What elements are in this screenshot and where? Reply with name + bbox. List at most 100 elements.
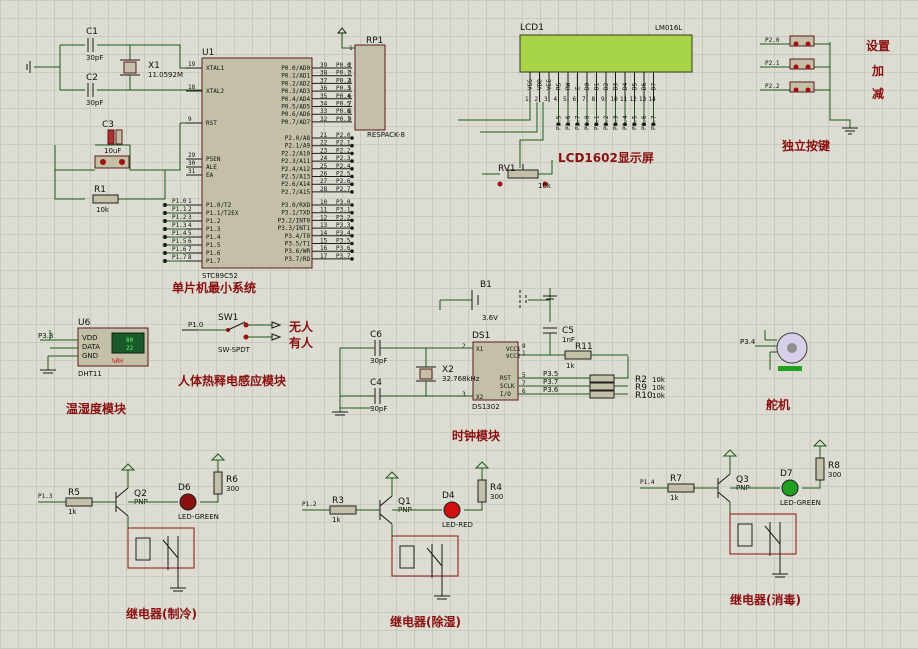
u1-pin-name: P0.3/AD3: [281, 88, 310, 95]
svg-text:C6: C6: [370, 330, 382, 340]
u1-net-label: P3.2: [336, 214, 351, 221]
p1-net-label: P1.1: [172, 206, 187, 213]
svg-text:LCD1: LCD1: [520, 23, 544, 33]
p1-net-label: P1.7: [172, 254, 187, 261]
c3-capacitor: C3 10uF: [102, 120, 123, 155]
net-terminal: [350, 226, 354, 230]
net-terminal: [350, 159, 354, 163]
key-button-1: [789, 35, 815, 47]
rv1-potentiometer[interactable]: RV1 10k: [482, 160, 553, 190]
p1-junction: [163, 259, 167, 263]
p1-junction: [163, 243, 167, 247]
lcd-pin-name: RS: [556, 82, 563, 90]
u1-pin-name: P2.7/A15: [281, 189, 310, 196]
u1-pin-name: P3.1/TXD: [281, 210, 310, 217]
lcd-pin-name: D0: [584, 82, 591, 90]
relay-led-resistor-val: 300: [490, 493, 503, 501]
key-contact: [793, 64, 799, 70]
u1-net-label: P0.7: [336, 116, 351, 123]
relay-led: [781, 479, 799, 497]
u1-pin-name: P3.5/T1: [285, 241, 311, 248]
lcd-pin-num: 7: [582, 96, 586, 103]
relay-contact: [162, 536, 179, 570]
u1-pin-num: 22: [320, 140, 328, 147]
relay-vcc: [210, 453, 226, 472]
relay-input-ref: R3: [332, 496, 344, 506]
key-net-label: P2.0: [765, 37, 780, 44]
u1-pin-num: 18: [188, 84, 196, 91]
net-terminal: [350, 241, 354, 246]
u1-pin-num: 10: [320, 199, 328, 206]
relay-input-ref: R7: [670, 474, 682, 484]
ds1-pin-num: 6: [522, 388, 526, 395]
ds1-pin-num: 5: [522, 372, 526, 379]
relay-led-val: LED-GREEN: [178, 513, 219, 521]
u1-pin-name: P3.7/RD: [285, 256, 311, 263]
svg-text:X1: X1: [148, 61, 160, 71]
rp1-pin-num: 8: [348, 108, 352, 115]
key-contact: [805, 64, 811, 70]
u1-pin-name: P1.3: [206, 226, 221, 233]
u1-left-pins: 19XTAL118XTAL29RST29PSEN30ALE31EA1P1.0/T…: [186, 61, 239, 265]
relay-net-label: P1.4: [640, 479, 655, 486]
svg-text:32.768kHz: 32.768kHz: [442, 375, 480, 383]
p1-junction: [163, 227, 167, 231]
u1-pin-name: RST: [206, 120, 217, 127]
svg-text:P3.7: P3.7: [543, 378, 558, 386]
u1-pin-name: P3.6/WR: [285, 248, 311, 255]
svg-text:10k: 10k: [538, 182, 552, 190]
x2-crystal: X2 32.768kHz: [416, 365, 480, 383]
svg-text:DS1302: DS1302: [472, 403, 500, 411]
reset-button[interactable]: [94, 155, 130, 169]
lcd-net-label: P2.5: [556, 115, 563, 130]
u1-pin-name: P0.1/AD1: [281, 73, 310, 80]
net-terminal: [350, 190, 354, 194]
ds1-pin-name: SCLK: [500, 383, 515, 390]
relay-led-resistor-ref: R8: [828, 461, 840, 471]
u1-pin-num: 25: [320, 163, 328, 170]
relay-led-resistor-val: 300: [226, 485, 239, 493]
svg-text:10k: 10k: [652, 384, 666, 392]
u1-pin-num: 30: [188, 160, 196, 167]
u1-pin-num: 8: [188, 254, 192, 261]
lcd-pin-name: RW: [565, 82, 572, 90]
net-terminal: [350, 249, 354, 253]
u1-pin-num: 36: [320, 85, 328, 92]
label-somebody: 有人: [289, 335, 314, 350]
label-nobody: 无人: [288, 319, 314, 334]
svg-text:P3.6: P3.6: [543, 386, 559, 394]
u1-pin-num: 4: [188, 222, 192, 229]
relay-led-resistor: [477, 479, 487, 503]
u1-pin-num: 7: [188, 246, 192, 253]
svg-text:30pF: 30pF: [370, 405, 387, 413]
relay-led-ref: D7: [780, 469, 793, 479]
u1-pin-name: P1.2: [206, 218, 221, 225]
relay-input-val: 1k: [670, 494, 679, 502]
p1-net-label: P1.3: [172, 222, 187, 229]
lcd-net-terminal: [556, 122, 561, 126]
sw1-spdt-switch[interactable]: [226, 321, 249, 340]
u1-ref: U1: [202, 48, 214, 58]
svg-text:R2: R2: [635, 375, 647, 385]
title-key-set: 设置: [866, 38, 890, 53]
lcd-net-label: P0.5: [632, 115, 639, 130]
u1-net-label: P0.6: [336, 108, 351, 115]
u1-pin-name: PSEN: [206, 156, 221, 163]
u1-net-label: P3.0: [336, 199, 351, 206]
mcu-block: C1 30pF C2 30pF X1 11.0592M C3 10uF: [26, 27, 405, 295]
title-key-add: 加: [871, 63, 884, 78]
p1-net-label: P1.0: [172, 198, 187, 205]
lcd-net-terminal: [585, 122, 589, 126]
key-contact: [805, 41, 811, 47]
relay-led-resistor-val: 300: [828, 471, 841, 479]
svg-text:C4: C4: [370, 378, 382, 388]
u1-pin-num: 6: [188, 238, 192, 245]
svg-text:P1.0: P1.0: [188, 321, 203, 329]
title-relay-disinfect: 继电器(消毒): [730, 592, 801, 607]
rp1-pin-num: 2: [348, 62, 352, 69]
lcd-pin-num: 11: [620, 96, 628, 103]
relay-input-resistor: [65, 497, 93, 507]
